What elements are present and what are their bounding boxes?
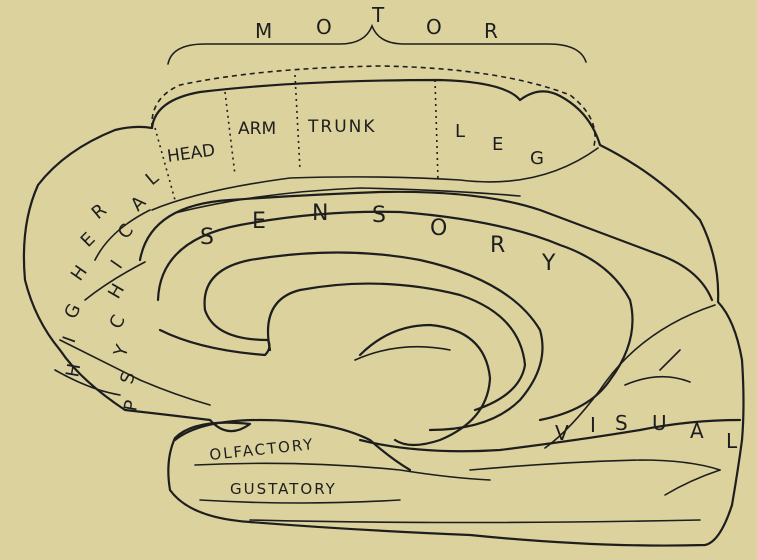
higher-letter: H bbox=[62, 362, 85, 379]
psychical-letter: I bbox=[107, 256, 127, 272]
label-arm: ARM bbox=[238, 119, 276, 139]
thalamus-curve bbox=[355, 347, 450, 360]
divider-arm-trunk bbox=[295, 75, 300, 170]
divider-trunk-leg bbox=[435, 80, 438, 180]
temporal-line-2 bbox=[470, 460, 720, 470]
divider-head-arm bbox=[225, 92, 235, 175]
motor-letter: O bbox=[316, 15, 334, 39]
higher-letter: G bbox=[60, 301, 85, 323]
label-sensory: S E N S O R Y bbox=[200, 201, 556, 276]
psychical-letter: Y bbox=[110, 341, 134, 360]
psychical-letter: L bbox=[142, 167, 163, 190]
label-psychical: P S Y C H I C A L bbox=[104, 167, 163, 413]
higher-letter: H bbox=[67, 262, 92, 285]
brain-outer-outline bbox=[24, 80, 744, 546]
psychical-letter: H bbox=[104, 280, 129, 302]
sensory-letter: S bbox=[200, 225, 214, 250]
higher-letter: E bbox=[77, 229, 100, 252]
gustatory-line bbox=[200, 500, 400, 503]
motor-letter: R bbox=[484, 19, 500, 43]
calcarine-curve bbox=[625, 350, 690, 385]
sensory-letter: R bbox=[490, 233, 505, 258]
motor-brace bbox=[168, 26, 586, 64]
visual-letter: A bbox=[690, 419, 704, 443]
temporal-boundary bbox=[360, 420, 740, 451]
label-olfactory: OLFACTORY bbox=[209, 435, 316, 464]
olfactory-line bbox=[195, 463, 490, 480]
label-trunk: TRUNK bbox=[307, 117, 377, 137]
bottom-line bbox=[250, 520, 700, 523]
leg-letter: L bbox=[455, 121, 465, 142]
sensory-letter: Y bbox=[541, 251, 556, 276]
label-leg: L E G bbox=[455, 121, 544, 169]
label-gustatory: GUSTATORY bbox=[230, 480, 337, 498]
visual-letter: V bbox=[555, 421, 569, 445]
motor-letter: O bbox=[426, 15, 444, 39]
visual-letter: I bbox=[590, 413, 596, 437]
motor-letter: T bbox=[371, 3, 386, 27]
visual-letter: U bbox=[652, 411, 667, 435]
visual-letter: L bbox=[726, 429, 738, 453]
psychical-letter: P bbox=[120, 398, 143, 412]
corpus-callosum-inner bbox=[268, 284, 525, 410]
sensory-letter: S bbox=[372, 203, 386, 228]
fornix-curve bbox=[360, 325, 490, 445]
label-head: HEAD bbox=[166, 140, 217, 167]
label-motor: M O T O R bbox=[255, 3, 500, 43]
leg-letter: E bbox=[492, 134, 503, 155]
sensory-band-outer bbox=[140, 192, 712, 300]
psychical-letter: C bbox=[114, 220, 138, 243]
visual-lower-line bbox=[665, 470, 720, 495]
sensory-letter: N bbox=[312, 201, 328, 226]
visual-letter: S bbox=[615, 411, 628, 435]
sensory-letter: E bbox=[252, 209, 266, 234]
motor-letter: M bbox=[255, 19, 274, 43]
sensory-band-inner bbox=[158, 212, 633, 420]
higher-letter: I bbox=[59, 334, 81, 346]
label-visual: V I S U A L bbox=[555, 411, 738, 453]
sensory-letter: O bbox=[430, 216, 447, 241]
psychical-letter: S bbox=[117, 370, 140, 386]
lower-callosum bbox=[160, 330, 269, 355]
higher-letter: R bbox=[88, 200, 111, 224]
leg-letter: G bbox=[530, 148, 544, 169]
psychical-letter: C bbox=[105, 312, 129, 332]
